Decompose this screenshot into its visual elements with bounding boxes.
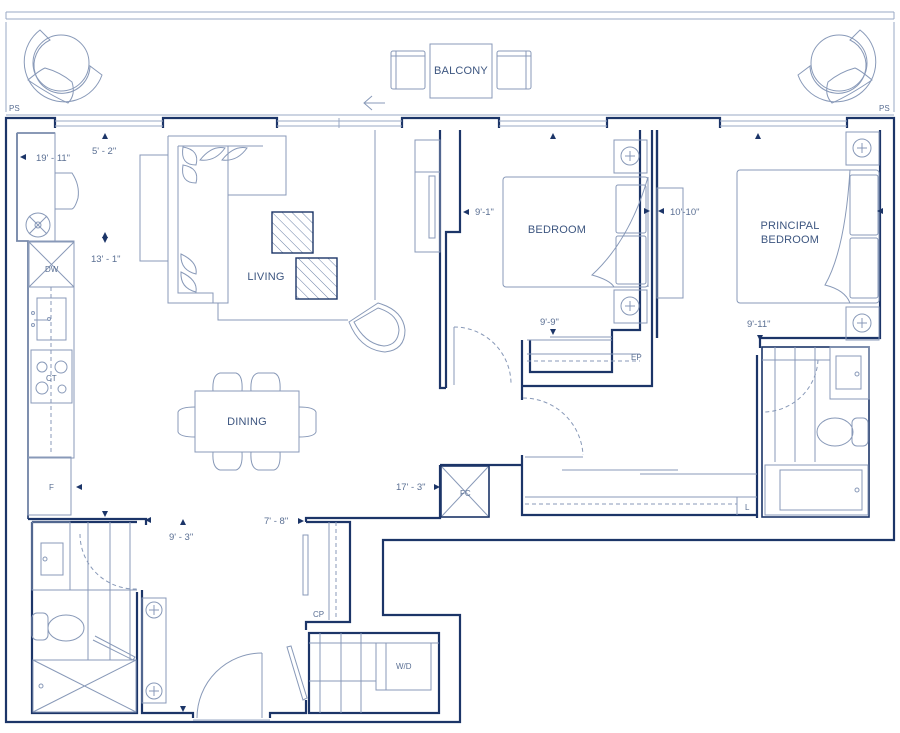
washer-dryer-icon [375,642,432,691]
coffee-table-2 [295,257,338,300]
ps-label-left: PS [9,104,20,113]
room-label-living: LIVING [247,271,284,283]
dim-living-length: 13' - 1" [91,254,120,265]
fridge-label: F [49,483,54,492]
bedroom-door-swing [453,326,512,385]
nightstand-lamp-icon [613,289,648,324]
shower-icon [32,659,137,713]
hallway: FC [441,397,757,517]
room-label-bedroom: BEDROOM [528,224,586,236]
light-fixture-icon [145,682,163,700]
principal-bedroom: PRINCIPAL BEDROOM [736,131,880,341]
stool-icon [55,172,79,210]
direction-arrow-icon [363,95,385,111]
room-label-principal-1: PRINCIPAL [760,220,819,232]
dim-foyer-width: 7' - 8" [264,516,288,527]
light-fixture-icon [145,601,163,619]
ep-label: EP [631,353,642,362]
dim-bedroom-closet: 9'-9" [540,317,559,328]
lounge-chair-left-icon [23,29,103,104]
coffee-table-1 [271,211,314,254]
lounge-chair-right-icon [797,29,877,104]
interior-walls [16,130,882,718]
entry-door-swing [196,652,263,719]
dresser [656,187,684,299]
fridge [27,456,72,516]
room-label-dining: DINING [227,416,267,428]
nightstand-lamp-icon [845,306,880,341]
dim-bedroom-length: 10'-10" [670,207,699,218]
kitchen-sink-icon [31,297,67,341]
dimension-labels: 19' - 11" 5' - 2" 13' - 1" 9'-1" 10'-10"… [20,133,883,712]
room-label-principal-2: BEDROOM [761,234,819,246]
cooktop-icon [30,349,73,404]
fan-coil-icon [441,466,489,517]
sectional-sofa-icon [167,130,376,321]
dim-principal-width: 9'-11" [747,319,771,330]
media-console [139,154,169,262]
bed-icon [736,169,880,304]
tv-cabinet [414,139,441,253]
balcony-chair-right-icon [496,50,532,90]
balcony-table [429,43,493,99]
wd-label: W/D [396,662,412,671]
exterior-walls [4,116,896,724]
nightstand-lamp-icon [613,139,648,174]
hall-door-swing [522,397,584,456]
nightstand-lamp-icon [845,131,880,166]
kitchen: DW CT F [16,132,79,516]
accent-chair-icon [348,302,406,353]
linen-label: L [745,503,750,512]
dishwasher-label: DW [45,265,59,274]
dining-area: DINING [177,372,317,471]
foyer: CP [193,522,337,721]
dim-living-width: 5' - 2" [92,146,116,157]
dim-bedroom-width: 9'-1" [475,207,494,218]
fc-label: FC [460,489,471,498]
cooktop-label: CT [46,374,57,383]
main-bathroom [31,521,167,713]
bathtub-icon [764,464,869,516]
dim-dining-length: 17' - 3" [396,482,425,493]
dim-bath-width: 9' - 3" [169,532,193,543]
bedroom-1: BEDROOM EP [453,139,684,385]
living-area: LIVING [139,130,441,353]
dim-kitchen-length: 19' - 11" [36,153,70,164]
ensuite-bathroom: L [745,346,870,518]
dining-table [194,390,300,453]
room-label-balcony: BALCONY [434,65,488,77]
sink-drain-icon [25,212,51,238]
cp-label: CP [313,610,324,619]
toilet-icon [816,417,869,447]
ps-label-right: PS [879,104,890,113]
balcony-chair-left-icon [390,50,426,90]
laundry: W/D [286,633,439,713]
balcony-area: BALCONY PS PS [5,11,895,116]
toilet-icon [31,612,85,642]
